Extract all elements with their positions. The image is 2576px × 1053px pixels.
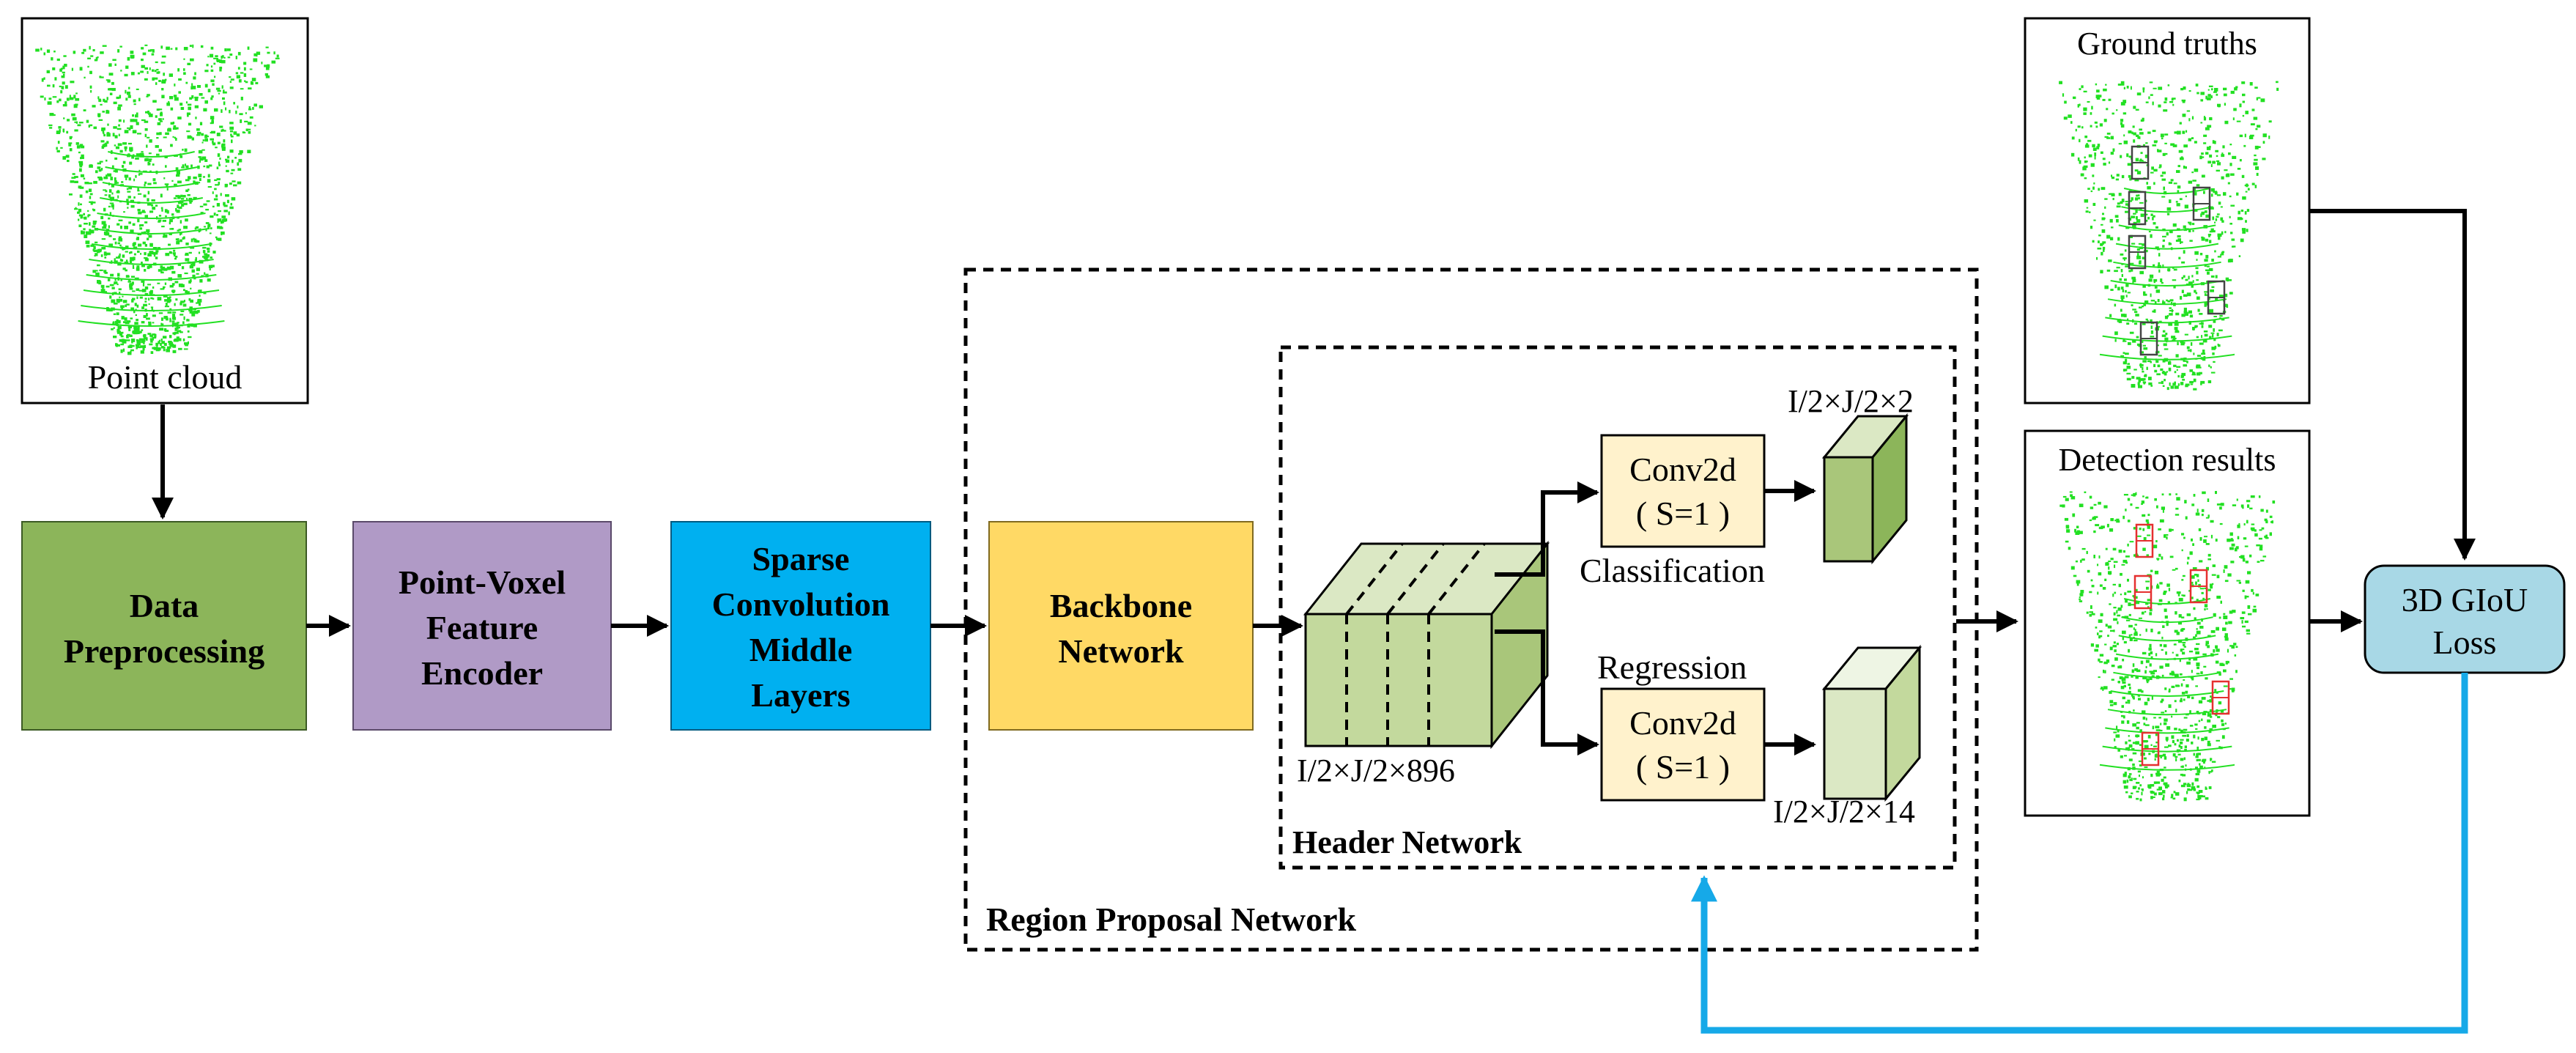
data-preprocessing-line-1: Data xyxy=(130,587,199,624)
point-cloud-panel: Point cloud xyxy=(21,17,309,404)
loss-line-2: Loss xyxy=(2433,624,2497,661)
regression-label: Regression xyxy=(1597,649,1747,686)
backbone-block: Backbone Network xyxy=(988,521,1254,731)
data-preprocessing-block: Data Preprocessing xyxy=(21,521,307,731)
conv2d-classification-block: Conv2d ( S=1 ) xyxy=(1600,434,1766,548)
giou-loss-block: 3D GIoU Loss xyxy=(2364,564,2566,674)
header-network-title: Header Network xyxy=(1292,824,1522,860)
arrow-to-reg-conv xyxy=(1495,629,1599,755)
arrow-gt-to-loss xyxy=(2309,209,2476,561)
pv-encoder-line-2: Feature xyxy=(426,609,538,646)
detection-results-panel: Detection results xyxy=(2024,429,2311,817)
feedback-loss-to-header xyxy=(1691,673,2468,1034)
point-cloud-label: Point cloud xyxy=(88,358,243,396)
ground-truths-panel: Ground truths xyxy=(2024,17,2311,404)
data-preprocessing-line-2: Preprocessing xyxy=(64,632,264,670)
sparse-conv-line-3: Middle xyxy=(750,631,853,668)
cls-dims-label: I/2×J/2×2 xyxy=(1788,383,1914,419)
backbone-line-2: Network xyxy=(1058,632,1184,670)
conv-reg-line-1: Conv2d xyxy=(1629,704,1736,742)
regression-output-slab xyxy=(1821,644,1922,802)
ground-truths-label: Ground truths xyxy=(2077,26,2257,62)
arrow-to-cls-conv xyxy=(1495,481,1599,577)
reg-dims-label: I/2×J/2×14 xyxy=(1773,794,1915,830)
pv-encoder-line-3: Encoder xyxy=(421,654,543,692)
conv2d-regression-block: Conv2d ( S=1 ) xyxy=(1600,687,1766,802)
ground-truths-image xyxy=(2059,81,2279,391)
backbone-line-1: Backbone xyxy=(1050,587,1192,624)
sparse-conv-line-2: Convolution xyxy=(712,585,890,623)
pv-encoder-line-1: Point-Voxel xyxy=(399,564,566,601)
classification-output-slab xyxy=(1821,413,1909,565)
conv-cls-line-2: ( S=1 ) xyxy=(1636,495,1730,532)
sparse-conv-line-4: Layers xyxy=(751,676,850,714)
detection-results-label: Detection results xyxy=(2059,442,2276,478)
feature-map-cube xyxy=(1303,540,1550,750)
region-proposal-network-box xyxy=(963,267,1979,952)
rpn-title: Region Proposal Network xyxy=(986,901,1357,938)
loss-line-1: 3D GIoU xyxy=(2402,581,2528,618)
detection-results-image xyxy=(2059,491,2276,802)
feature-dims-label: I/2×J/2×896 xyxy=(1297,753,1455,788)
point-voxel-encoder-block: Point-Voxel Feature Encoder xyxy=(352,521,612,731)
sparse-conv-line-1: Sparse xyxy=(752,540,850,577)
header-network-box xyxy=(1278,345,1957,870)
classification-label: Classification xyxy=(1580,552,1765,589)
sparse-conv-block: Sparse Convolution Middle Layers xyxy=(670,521,931,731)
conv-reg-line-2: ( S=1 ) xyxy=(1636,748,1730,786)
point-cloud-image xyxy=(35,44,280,355)
conv-cls-line-1: Conv2d xyxy=(1629,451,1736,488)
